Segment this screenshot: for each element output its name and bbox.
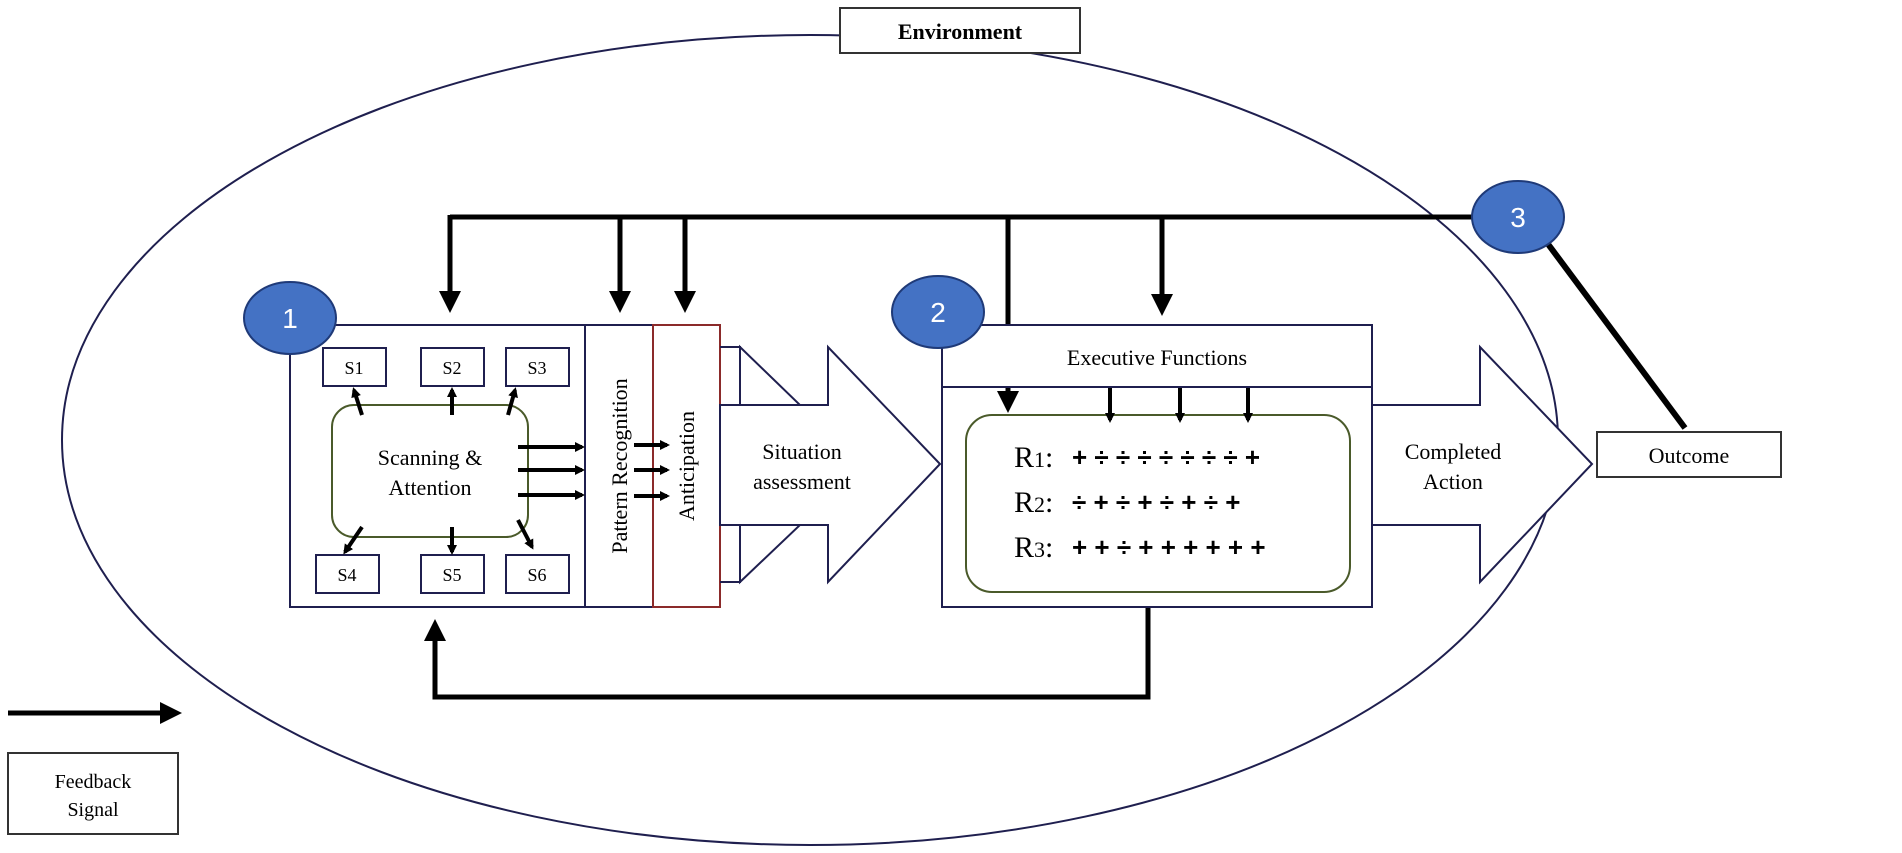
sensor-box-s3 bbox=[505, 347, 570, 387]
sensor-box-s5 bbox=[420, 554, 485, 594]
scanning-to-pattern-arrows bbox=[518, 442, 585, 500]
sensor-label-s4: S4 bbox=[337, 565, 356, 585]
svg-text:R3:: R3: bbox=[1014, 531, 1053, 564]
rule-signs-3: + + ÷ + + + + + + bbox=[1072, 532, 1266, 562]
pattern-recognition-label: Pattern Recognition bbox=[607, 378, 632, 553]
scanning-attention-box bbox=[331, 404, 529, 538]
rule-signs-2: ÷ + ÷ + ÷ + ÷ + bbox=[1072, 487, 1240, 517]
legend-label-line1: Feedback bbox=[55, 771, 132, 793]
sensor-box-s1 bbox=[322, 347, 387, 387]
rule-signs-1: + ÷ ÷ ÷ ÷ ÷ ÷ ÷ + bbox=[1072, 442, 1260, 472]
rule-sub-2: 2 bbox=[1034, 492, 1045, 517]
outcome-link bbox=[1542, 238, 1688, 430]
executive-functions-label: Executive Functions bbox=[1067, 345, 1247, 370]
legend-box bbox=[7, 752, 179, 835]
environment-label-box: Environment bbox=[839, 7, 1081, 54]
badge-1-label: 1 bbox=[282, 303, 298, 334]
executive-functions-box bbox=[941, 324, 1373, 388]
rule-name-2: R bbox=[1014, 486, 1034, 519]
situation-label-line2: assessment bbox=[753, 469, 851, 494]
pattern-to-anticipation-arrows bbox=[634, 440, 670, 501]
sensor-box-s2 bbox=[420, 347, 485, 387]
badge-2-label: 2 bbox=[930, 297, 946, 328]
rule-row-1: R1: + ÷ ÷ ÷ ÷ ÷ ÷ ÷ + bbox=[1014, 441, 1260, 474]
completed-arrow bbox=[1371, 344, 1594, 585]
badge-3-label: 3 bbox=[1510, 202, 1526, 233]
rule-name-1: R bbox=[1014, 441, 1034, 474]
rule-name-3: R bbox=[1014, 531, 1034, 564]
badge-1: 1 bbox=[243, 281, 337, 355]
svg-text:R1:: R1: bbox=[1014, 441, 1053, 474]
rule-sub-1: 1 bbox=[1034, 447, 1045, 472]
sensor-label-s1: S1 bbox=[344, 358, 363, 378]
outcome-label: Outcome bbox=[1649, 443, 1730, 468]
legend: Feedback Signal bbox=[7, 702, 182, 835]
sensor-label-s2: S2 bbox=[442, 358, 461, 378]
badge-3: 3 bbox=[1471, 180, 1565, 254]
exec-to-rules-arrows bbox=[1105, 388, 1253, 423]
situation-label-line1: Situation bbox=[762, 439, 841, 464]
completed-label-line2: Action bbox=[1423, 469, 1483, 494]
rule-row-2: R2: ÷ + ÷ + ÷ + ÷ + bbox=[1014, 486, 1240, 519]
legend-label-line2: Signal bbox=[67, 799, 119, 821]
completed-label-line1: Completed bbox=[1405, 439, 1502, 464]
svg-text:R2:: R2: bbox=[1014, 486, 1053, 519]
rules-box bbox=[965, 414, 1351, 593]
feedback-bottom-loop bbox=[424, 608, 1151, 700]
scanning-label-line2: Attention bbox=[388, 475, 471, 500]
sensor-boxes: S1 S2 S3 S4 S5 S6 bbox=[315, 347, 570, 594]
rule-sub-3: 3 bbox=[1034, 537, 1045, 562]
sensor-box-s4 bbox=[315, 554, 380, 594]
sensor-label-s6: S6 bbox=[527, 565, 546, 585]
outcome-box bbox=[1596, 431, 1782, 478]
scanning-label-line1: Scanning & bbox=[378, 445, 483, 470]
sensor-label-s3: S3 bbox=[527, 358, 546, 378]
environment-label: Environment bbox=[898, 19, 1023, 44]
rule-row-3: R3: + + ÷ + + + + + + bbox=[1014, 531, 1266, 564]
anticipation-label: Anticipation bbox=[674, 411, 699, 521]
sensor-label-s5: S5 bbox=[442, 565, 461, 585]
badge-2: 2 bbox=[891, 275, 985, 349]
situation-arrow bbox=[719, 344, 942, 585]
sensor-box-s6 bbox=[505, 554, 570, 594]
scanning-to-sensor-arrows bbox=[343, 387, 534, 555]
